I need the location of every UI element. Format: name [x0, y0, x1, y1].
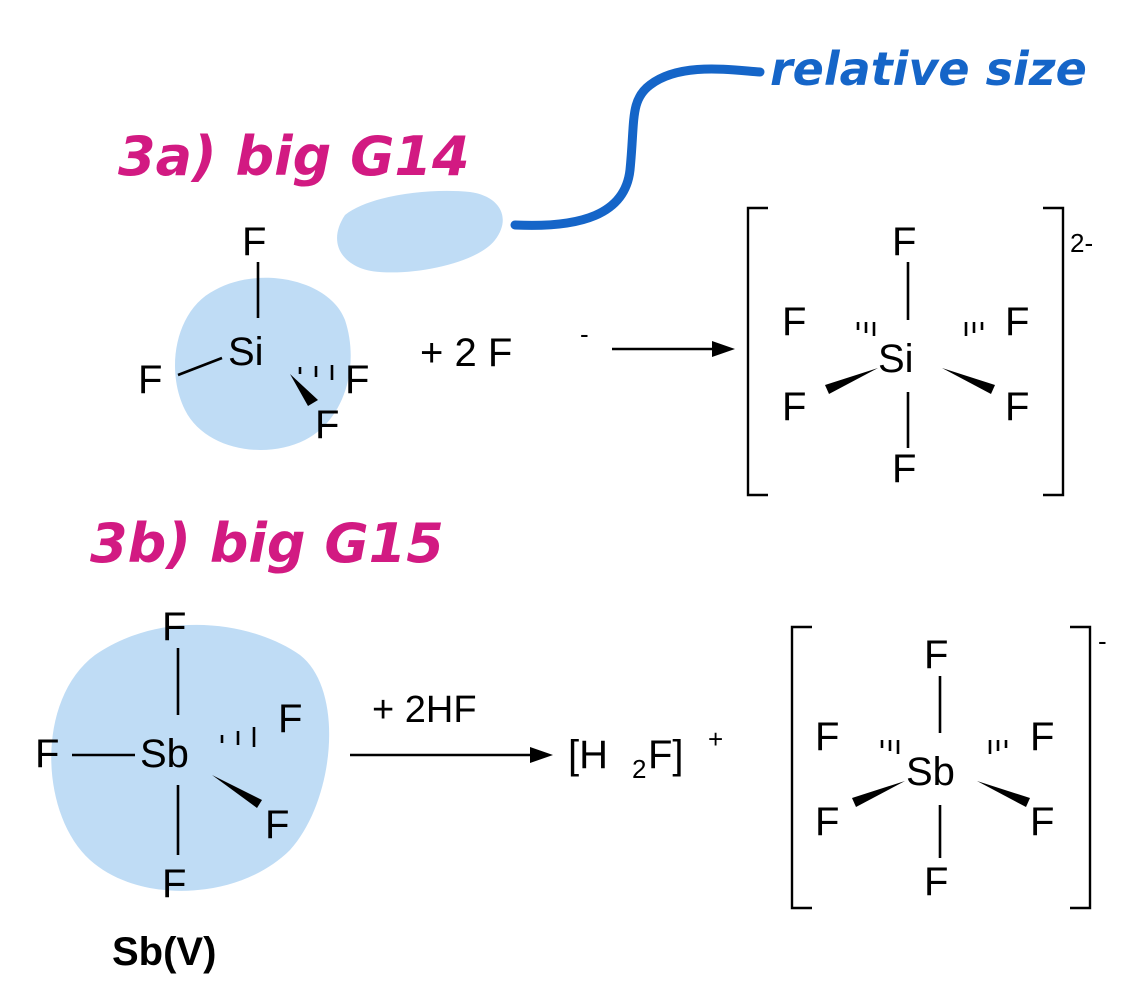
relative-size-note: relative size [770, 42, 1087, 96]
part-a-label: 3a) big G14 [118, 125, 470, 188]
highlight-blob-relative-size [337, 190, 503, 273]
sbf6-charge: - [1098, 626, 1107, 656]
svg-text:F: F [1030, 800, 1054, 844]
reagent-fluoride-charge: - [580, 319, 589, 349]
svg-text:[H: [H [568, 733, 608, 777]
sif6-molecule: F Si F F F F F [782, 220, 1029, 491]
bracket-left-b [790, 625, 812, 910]
reaction-arrow-a [612, 341, 735, 357]
svg-text:Si: Si [878, 337, 914, 381]
bond-si-f-left [177, 356, 223, 377]
reaction-arrow-b [350, 747, 553, 763]
highlight-blob-sif4 [175, 277, 351, 450]
wedge-bond-si-f [290, 374, 318, 406]
svg-text:Sb: Sb [906, 750, 955, 794]
hashed-bond-si-f [298, 365, 334, 380]
svg-text:Sb: Sb [140, 732, 189, 776]
svg-text:F: F [924, 860, 948, 904]
svg-text:F: F [782, 385, 806, 429]
svg-text:F: F [265, 803, 289, 847]
svg-text:F]: F] [648, 733, 684, 777]
svg-text:F: F [1030, 715, 1054, 759]
svg-text:F: F [815, 800, 839, 844]
svg-text:2: 2 [632, 754, 646, 784]
svg-text:F: F [162, 862, 186, 906]
reagent-hf: + 2HF [372, 689, 477, 731]
sbv-caption: Sb(V) [112, 930, 216, 974]
sif6-charge: 2- [1070, 228, 1093, 258]
svg-text:F: F [892, 447, 916, 491]
sif4-f-top: F [242, 220, 266, 264]
svg-text:F: F [782, 300, 806, 344]
svg-text:F: F [1005, 300, 1029, 344]
part-b-label: 3b) big G15 [90, 512, 444, 575]
svg-text:F: F [278, 697, 302, 741]
sif4-f-bottom: F [315, 403, 339, 447]
sif4-si-center: Si [228, 330, 264, 374]
sif4-f-right: F [345, 358, 369, 402]
svg-text:F: F [815, 715, 839, 759]
svg-text:+: + [708, 724, 723, 754]
bracket-left-a [746, 206, 768, 497]
svg-text:F: F [35, 732, 59, 776]
svg-text:F: F [892, 220, 916, 264]
reagent-fluoride: + 2 F [420, 331, 512, 375]
relative-size-arrow-stroke [510, 64, 765, 230]
sif4-f-left: F [138, 358, 162, 402]
sbf5-molecule: F Sb F F F F [35, 605, 302, 906]
svg-text:F: F [924, 633, 948, 677]
svg-text:F: F [1005, 385, 1029, 429]
highlight-blob-sbf5 [51, 624, 330, 891]
bracket-right-a [1043, 206, 1065, 497]
sbf6-molecule: F Sb F F F F F [815, 633, 1054, 904]
svg-text:F: F [162, 605, 186, 649]
bracket-right-b [1070, 625, 1092, 910]
h2f-cation: [H 2 F] + [568, 724, 723, 784]
sif4-molecule: F Si F F F [138, 220, 369, 447]
